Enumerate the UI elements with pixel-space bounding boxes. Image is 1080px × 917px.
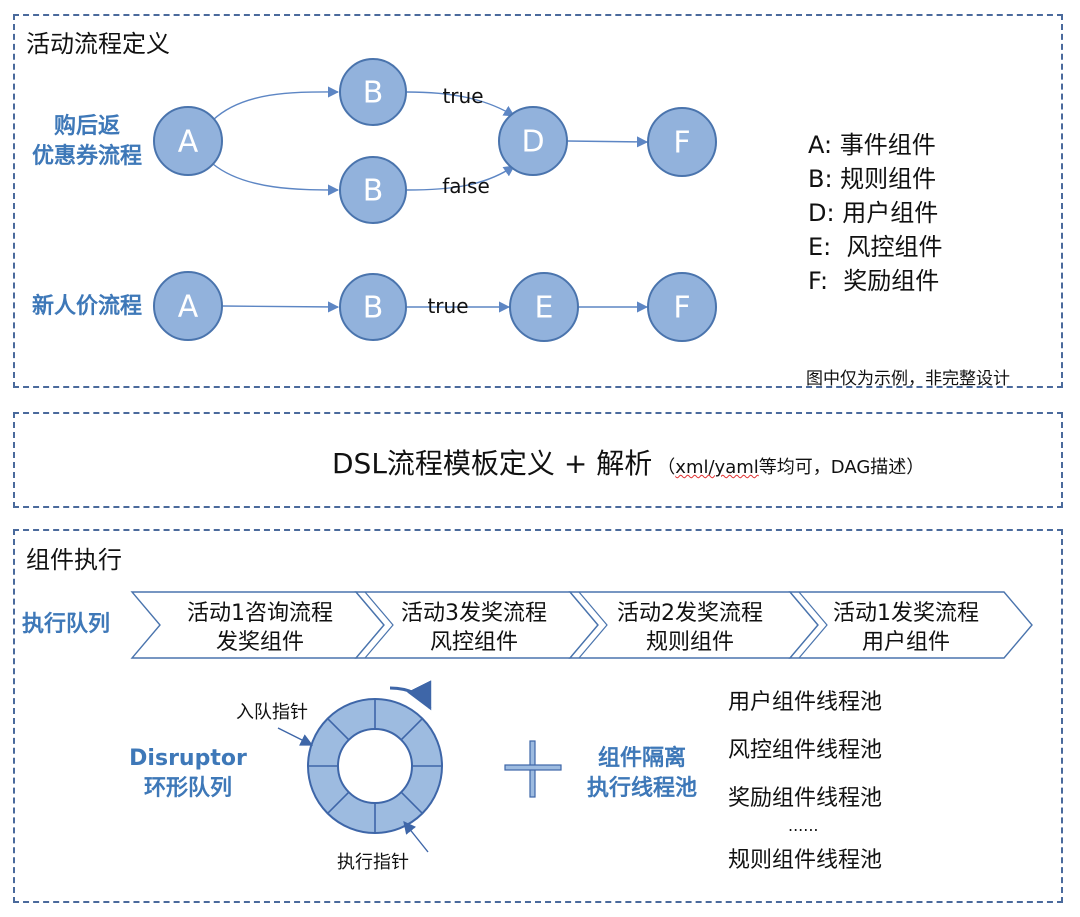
edge-b-bottom-to-d: [406, 165, 515, 191]
disruptor-ring-buffer: [307, 680, 443, 834]
isolation-label-line1: 组件隔离: [597, 746, 686, 771]
queue-item-1-line1: 活动1咨询流程: [187, 601, 333, 626]
node-d-flow1: D: [498, 106, 568, 176]
edge-b-top-to-d: [406, 91, 515, 117]
isolation-label: 组件隔离 执行线程池: [578, 744, 706, 804]
edge-label-false-flow1: false: [442, 174, 490, 198]
queue-item-4: [788, 591, 1033, 659]
flow1-label: 购后返 优惠券流程: [22, 112, 152, 172]
queue-item-4-line1: 活动1发奖流程: [833, 601, 979, 626]
pool-rule: 规则组件线程池: [728, 848, 883, 873]
edge-label-true-flow2: true: [427, 294, 468, 318]
svg-text:D: D: [521, 125, 544, 160]
edge-a-to-b-flow2: [221, 301, 340, 313]
dsl-heading: DSL流程模板定义 + 解析 （xml/yaml等均可，DAG描述）: [332, 442, 924, 482]
flow1-label-line2: 优惠券流程: [31, 144, 142, 169]
example-note: 图中仅为示例，非完整设计: [806, 369, 1010, 389]
dsl-sub-open: （: [657, 457, 676, 478]
edge-a-to-b-bottom: [212, 163, 340, 196]
svg-text:B: B: [363, 291, 384, 326]
node-e-flow2: E: [509, 272, 579, 342]
section-title-flow-definition: 活动流程定义: [26, 30, 170, 58]
node-f-flow2: F: [647, 272, 717, 342]
flow1-label-line1: 购后返: [53, 114, 120, 139]
component-execution-panel: [13, 529, 1063, 903]
queue-item-4-line2: 用户组件: [862, 630, 950, 655]
legend-item-a: A: 事件组件: [808, 131, 936, 159]
svg-text:B: B: [363, 174, 384, 209]
svg-text:A: A: [178, 290, 199, 325]
svg-text:B: B: [363, 76, 384, 111]
svg-text:F: F: [673, 291, 690, 326]
svg-text:A: A: [178, 125, 199, 160]
legend-item-f: F: 奖励组件: [808, 267, 940, 295]
node-f-flow1: F: [647, 107, 717, 177]
svg-text:F: F: [673, 126, 690, 161]
disruptor-label: Disruptor 环形队列: [128, 744, 248, 804]
section-title-component-execution: 组件执行: [26, 546, 122, 574]
queue-item-3-line2: 规则组件: [646, 630, 734, 655]
node-b-top-flow1: B: [339, 58, 407, 126]
legend-item-d: D: 用户组件: [808, 199, 939, 227]
disruptor-label-line2: 环形队列: [143, 776, 232, 801]
pool-user: 用户组件线程池: [728, 690, 883, 715]
execution-queue: 活动1咨询流程 发奖组件 活动3发奖流程 风控组件 活动2发奖流程 规则组件 活…: [130, 591, 1033, 659]
enqueue-pointer-label: 入队指针: [236, 702, 308, 723]
activity-flow-panel: [13, 14, 1063, 388]
node-a-flow1: A: [153, 106, 223, 176]
enqueue-pointer-arrow: [277, 727, 314, 746]
dsl-sub-rest: 等均可，DAG描述）: [758, 457, 925, 478]
flow2-label: 新人价流程: [31, 294, 142, 319]
svg-text:E: E: [535, 291, 554, 326]
edge-label-true-flow1: true: [442, 84, 483, 108]
legend-item-b: B: 规则组件: [808, 165, 937, 193]
exec-pointer-label: 执行指针: [337, 852, 409, 873]
exec-pointer-arrow: [403, 821, 429, 853]
edge-d-to-f: [566, 136, 649, 148]
isolation-label-line2: 执行线程池: [586, 776, 697, 801]
edge-a-to-b-top: [212, 86, 340, 121]
component-legend: A: 事件组件 B: 规则组件 D: 用户组件 E: 风控组件 F: 奖励组件: [808, 128, 943, 298]
legend-item-e: E: 风控组件: [808, 233, 943, 261]
queue-item-3-line1: 活动2发奖流程: [617, 601, 763, 626]
dsl-panel: [13, 412, 1063, 508]
node-a-flow2: A: [153, 271, 223, 341]
node-b-bottom-flow1: B: [339, 156, 407, 224]
dsl-main-text: DSL流程模板定义 + 解析: [332, 447, 653, 480]
pool-reward: 奖励组件线程池: [728, 786, 883, 811]
pool-risk: 风控组件线程池: [728, 738, 883, 763]
queue-item-2-line1: 活动3发奖流程: [401, 601, 547, 626]
dsl-sub-xml-yaml: xml/yaml: [675, 457, 759, 478]
pool-ellipsis: ......: [788, 816, 819, 835]
queue-item-1-line2: 发奖组件: [216, 630, 304, 655]
queue-label: 执行队列: [22, 612, 111, 637]
node-b-flow2: B: [339, 273, 407, 341]
plus-icon: [504, 740, 562, 798]
queue-item-2-line2: 风控组件: [430, 630, 518, 655]
disruptor-label-line1: Disruptor: [129, 746, 247, 771]
